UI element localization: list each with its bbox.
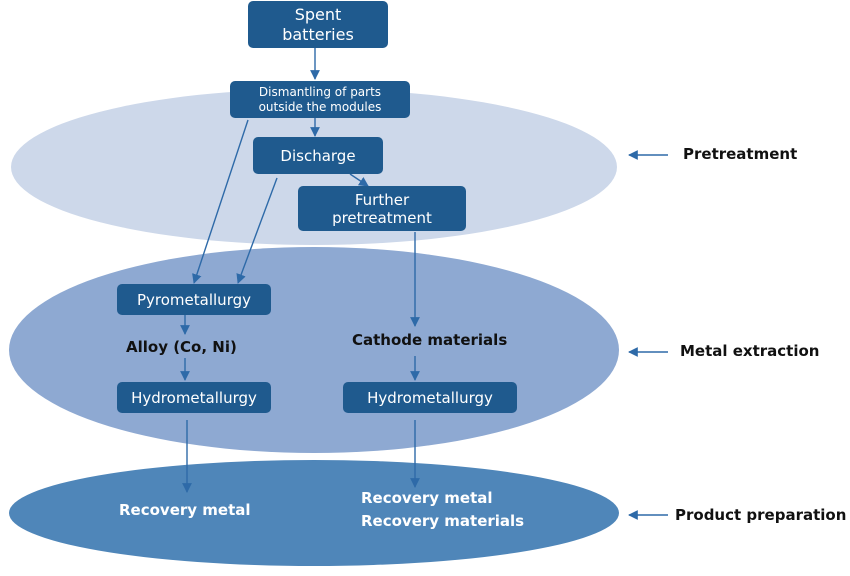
spent-batteries-box: Spent batteries [248, 1, 388, 48]
recovery-metal-left-label: Recovery metal [119, 501, 251, 519]
arrow-discharge-to-further [349, 173, 369, 187]
pyrometallurgy-box: Pyrometallurgy [117, 284, 271, 315]
arrow-discharge-to-pyro [236, 177, 278, 284]
recovery-materials-right-label: Recovery materials [361, 512, 525, 530]
discharge-box: Discharge [253, 137, 383, 174]
dismantling-box: Dismantling of parts outside the modules [230, 81, 410, 118]
cathode-materials-label: Cathode materials [352, 331, 508, 349]
recovery-metal-right-label: Recovery metal [361, 489, 493, 507]
alloy-label: Alloy (Co, Ni) [126, 338, 237, 356]
metal-extraction-stage-label: Metal extraction [680, 342, 820, 360]
product-preparation-ellipse [9, 460, 619, 566]
hydrometallurgy-left-box: Hydrometallurgy [117, 382, 271, 413]
further-pretreatment-box: Further pretreatment [298, 186, 466, 231]
arrow-dismantling-to-pyro [192, 119, 249, 284]
pretreatment-stage-label: Pretreatment [683, 145, 798, 163]
product-preparation-stage-label: Product preparation [675, 506, 847, 524]
metal-extraction-ellipse [9, 247, 619, 453]
hydrometallurgy-right-box: Hydrometallurgy [343, 382, 517, 413]
